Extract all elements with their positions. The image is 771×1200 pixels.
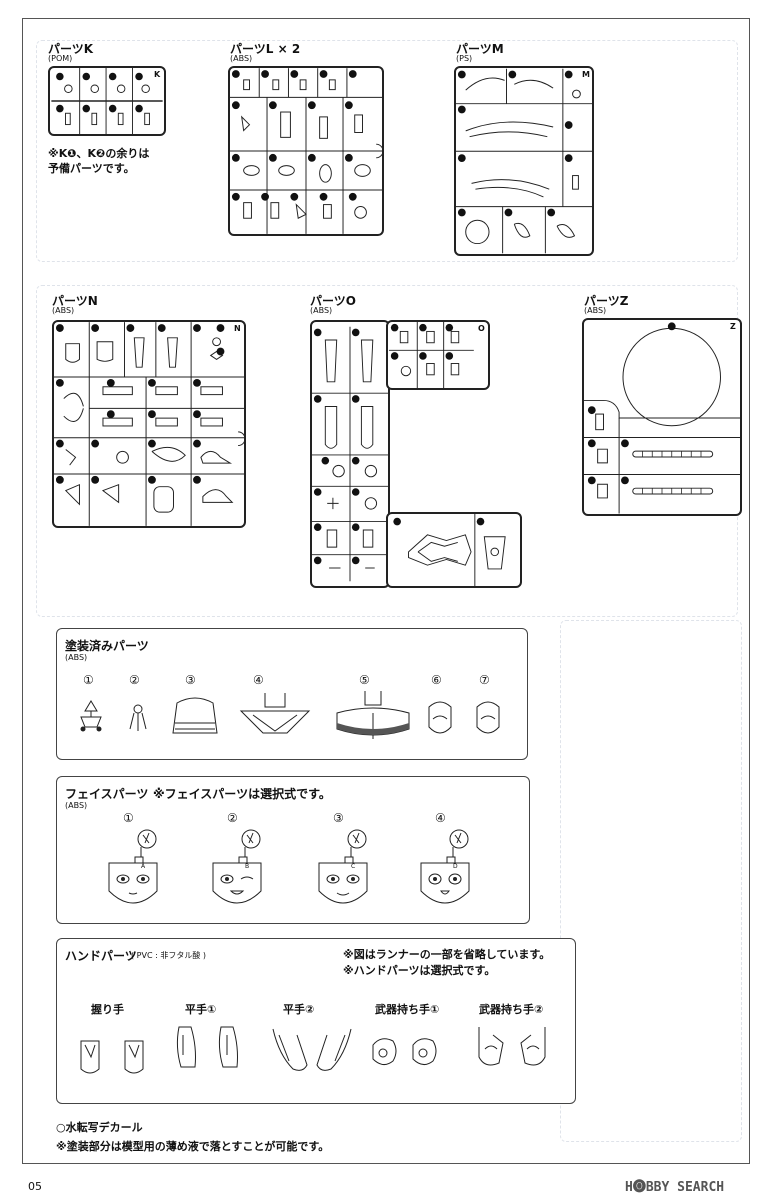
hand-label-fist: 握り手 [91, 1003, 124, 1016]
runner-n-material: (ABS) [52, 306, 75, 315]
page-number: 05 [28, 1180, 42, 1193]
runner-m-tag: M [582, 70, 590, 79]
face-parts-material: (ABS) [65, 801, 88, 810]
painted-part-num: ③ [185, 673, 196, 687]
painted-parts-box: 塗装済みパーツ (ABS) ① ② ③ ④ ⑤ ⑥ ⑦ [56, 628, 528, 760]
painted-parts-title: 塗装済みパーツ [65, 639, 149, 653]
hand-part-flat-1 [169, 1021, 249, 1091]
hand-parts-box: ハンドパーツ ( PVC : 非フタル酸 ) ※図はランナーの一部を省略していま… [56, 938, 576, 1104]
runner-o-material: (ABS) [310, 306, 333, 315]
runner-z-sprue: Z [582, 318, 742, 516]
face-part-num: ① [123, 811, 134, 825]
background-ghost [560, 620, 742, 1142]
face-part-num: ③ [333, 811, 344, 825]
hand-part-flat-2 [267, 1021, 357, 1091]
hand-parts-material: ( PVC : 非フタル酸 ) [131, 951, 206, 960]
runner-l-drawing [230, 68, 382, 234]
runner-o-sprue-top: O [386, 320, 490, 390]
painted-part-ornament [71, 697, 111, 737]
face-part-num: ② [227, 811, 238, 825]
painted-part-torso [167, 693, 223, 741]
face-parts-box: フェイスパーツ ※フェイスパーツは選択式です。 (ABS) ① ② ③ ④ A … [56, 776, 530, 924]
runner-k-sprue: K [48, 66, 166, 136]
face-parts-note: ※フェイスパーツは選択式です。 [153, 787, 331, 801]
face-part-2 [205, 827, 269, 917]
hand-part-fist [75, 1021, 151, 1091]
footer-note-paint: ※塗装部分は模型用の薄め液で落とすことが可能です。 [56, 1140, 330, 1153]
runner-o-sprue-left [310, 320, 390, 588]
face-part-tag: B [245, 863, 250, 870]
face-part-tag: D [453, 863, 458, 870]
runner-n-sprue: N [52, 320, 246, 528]
runner-m-material: (PS) [456, 54, 473, 63]
runner-o-top-drawing [388, 322, 474, 388]
painted-part-collar [239, 689, 311, 739]
hand-parts-title: ハンドパーツ [65, 949, 137, 963]
runner-n-title: パーツN [52, 294, 98, 308]
hand-parts-note-2: ※ハンドパーツは選択式です。 [343, 964, 496, 977]
runner-n-tag: N [234, 324, 241, 333]
face-part-num: ④ [435, 811, 446, 825]
runner-k-tag: K [154, 70, 161, 79]
runner-m-drawing [456, 68, 592, 254]
hand-part-weapon-2 [471, 1019, 553, 1089]
face-parts-title: フェイスパーツ [65, 787, 149, 801]
face-part-tag: C [351, 863, 356, 870]
painted-part-num: ⑥ [431, 673, 442, 687]
footer-note-decal: ○水転写デカール [56, 1121, 143, 1134]
face-part-1 [101, 827, 165, 917]
painted-part-num: ⑤ [359, 673, 370, 687]
runner-l-material: (ABS) [230, 54, 253, 63]
hand-label-flat-2: 平手② [283, 1003, 315, 1016]
painted-part-num: ② [129, 673, 140, 687]
painted-parts-material: (ABS) [65, 653, 88, 662]
painted-part-num: ⑦ [479, 673, 490, 687]
face-part-3 [311, 827, 375, 917]
background-ghost [36, 40, 738, 262]
hand-part-weapon-1 [367, 1023, 447, 1089]
painted-part-num: ④ [253, 673, 264, 687]
hand-label-weapon-2: 武器持ち手② [479, 1003, 544, 1016]
runner-z-drawing [584, 322, 740, 514]
runner-k-material: (POM) [48, 54, 73, 63]
hand-label-flat-1: 平手① [185, 1003, 217, 1016]
page-frame [22, 18, 750, 1164]
face-part-4 [413, 827, 477, 917]
runner-l-title: パーツL × 2 [230, 42, 301, 56]
runner-o-left-drawing [312, 326, 388, 582]
runner-z-title: パーツZ [584, 294, 629, 308]
runner-m-sprue: M [454, 66, 594, 256]
runner-o-tag: O [478, 324, 485, 333]
face-part-tag: A [141, 863, 146, 870]
painted-part-skirt [333, 689, 413, 745]
runner-o-sprue-bottom [386, 512, 522, 588]
runner-k-note-line2: 予備パーツです。 [48, 162, 135, 175]
painted-part-tassel [123, 701, 153, 735]
painted-part-eye-left [423, 697, 457, 739]
runner-o-bottom-drawing [393, 514, 506, 586]
runner-l-sprue [228, 66, 384, 236]
hand-parts-note-1: ※図はランナーの一部を省略しています。 [343, 948, 551, 961]
runner-k-drawing [51, 68, 163, 134]
painted-part-num: ① [83, 673, 94, 687]
runner-n-drawing [54, 322, 244, 526]
runner-o-title: パーツO [310, 294, 356, 308]
watermark: H🅞BBY SEARCH [625, 1180, 725, 1195]
hand-label-weapon-1: 武器持ち手① [375, 1003, 440, 1016]
runner-k-note-line1: ※K❶、K❷の余りは [48, 147, 150, 160]
painted-part-eye-right [471, 697, 505, 739]
runner-z-tag: Z [730, 322, 736, 331]
runner-z-material: (ABS) [584, 306, 607, 315]
runner-m-title: パーツM [456, 42, 504, 56]
runner-k-title: パーツK [48, 42, 94, 56]
